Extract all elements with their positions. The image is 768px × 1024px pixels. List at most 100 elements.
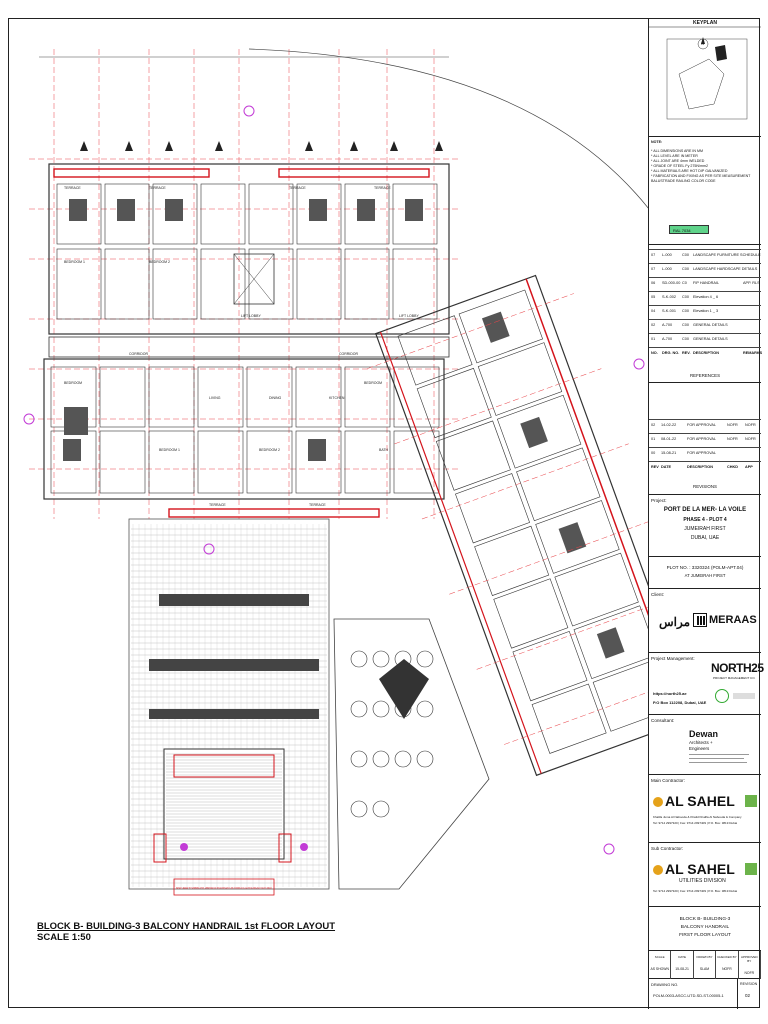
room-label: BEDROOM 1 [64, 260, 85, 264]
room-outline [344, 430, 391, 494]
section-arrow [350, 141, 358, 151]
table-cell: REV. [682, 351, 691, 355]
main-contractor-tel: Tel: 9714 2997320 | Fax: 9714 2997409 | … [653, 821, 738, 825]
planter-band [149, 709, 319, 719]
sub-contractor-division: UTILITIES DIVISION [679, 878, 726, 884]
table-cell: C00 [682, 323, 689, 327]
table-cell: 07 [651, 253, 656, 257]
drawing-title-3: FIRST FLOOR LAYOUT [679, 933, 731, 938]
sub-contractor-cert-icon [745, 863, 757, 875]
bed-furniture [69, 199, 87, 221]
tree-symbol [416, 700, 434, 718]
room-label: BATH [379, 448, 389, 452]
section-arrow [125, 141, 133, 151]
tree-symbol [350, 750, 368, 768]
room-outline [295, 366, 342, 428]
drawing-number-section: DRAWING NO. POLM-0003-ASCC-UTD-SD-ST-000… [649, 979, 761, 1009]
room-outline [152, 183, 198, 245]
landscape-area [128, 518, 330, 890]
revision-label: REVISION [740, 982, 758, 986]
notes-section: NOTE: * ALL DIMENSIONS ARE IN MM * ALL L… [649, 137, 761, 245]
room-outline [197, 430, 244, 494]
drawing-caption: BLOCK B- BUILDING-3 BALCONY HANDRAIL 1st… [37, 921, 335, 943]
room-outline [573, 605, 648, 679]
plot-section: PLOT NO. : 3320324 (POLM-APT.04) AT JUME… [649, 557, 761, 589]
section-arrow [435, 141, 443, 151]
table-cell: C0 [682, 281, 687, 285]
room-outline [56, 248, 102, 320]
table-cell: APP [745, 465, 753, 469]
table-cell: 05 [651, 295, 656, 299]
table-cell: 00 [651, 451, 656, 455]
note-frame [173, 878, 275, 896]
table-cell: GENERAL DETAILS [693, 323, 728, 327]
room-outline [200, 183, 246, 245]
table-cell: C00 [682, 253, 689, 257]
notes-list: * ALL DIMENSIONS ARE IN MM * ALL LEVEL A… [651, 149, 759, 184]
table-cell: C00 [682, 295, 689, 299]
room-label: TERRACE [209, 503, 226, 507]
room-label: TERRACE [374, 186, 391, 190]
section-arrow [165, 141, 173, 151]
table-cell: L-000 [662, 253, 672, 257]
room-label: BEDROOM 1 [159, 448, 180, 452]
consultant-address-line [689, 758, 744, 759]
room-outline [296, 183, 342, 245]
client-logo-mark [693, 613, 707, 627]
red-marker [153, 833, 167, 863]
pm-address: P.O Box 112208, Dubai, UAE [653, 700, 707, 705]
red-marker [278, 833, 292, 863]
table-cell: NOFR [745, 423, 756, 427]
planting-area [333, 618, 490, 890]
table-cell: SD-000-00 [662, 281, 681, 285]
pm-partner-logo-2 [733, 693, 755, 699]
grid-line [421, 443, 629, 520]
room-outline [535, 500, 620, 574]
main-contractor-logo: AL SAHEL [665, 793, 735, 809]
table-cell: DATE [661, 465, 672, 469]
room-outline [148, 366, 195, 428]
table-cell: DESCRIPTION [693, 351, 719, 355]
meta-value: NOFR [722, 967, 732, 971]
bed-furniture [558, 522, 587, 554]
room-outline [493, 578, 569, 649]
note-item: * ALL MATERIALS ARE HOT DIP GALVANIZED [651, 169, 728, 173]
room-outline [393, 430, 440, 494]
room-outline [397, 315, 473, 386]
table-cell: LANDSCAPE FURNITURE SCHEDULE [693, 253, 761, 257]
room-label: TERRACE [149, 186, 166, 190]
section-arrow [305, 141, 313, 151]
bed-furniture [481, 311, 510, 343]
meta-value: AS SHOWN [650, 967, 669, 971]
section-arrow [390, 141, 398, 151]
bed-furniture [405, 199, 423, 221]
building-lower-wing [43, 358, 445, 500]
table-cell: 06 [651, 281, 656, 285]
consultant-logo: Dewan [689, 729, 719, 739]
main-contractor-logo-mark [653, 797, 663, 807]
meta-header: DRAWN BY [696, 955, 713, 959]
room-outline [99, 366, 146, 428]
room-outline [104, 183, 150, 245]
table-cell: NOFR [727, 437, 738, 441]
caption-scale: SCALE 1:50 [37, 932, 91, 943]
notes-label: NOTE: [651, 140, 663, 144]
table-cell: C00 [682, 309, 689, 313]
bed-furniture [309, 199, 327, 221]
table-cell: DESCRIPTION [687, 465, 713, 469]
room-outline [197, 366, 244, 428]
tree-symbol [372, 750, 390, 768]
building-upper-wing [48, 163, 450, 335]
project-name: PORT DE LA MER- LA VOILE [663, 507, 747, 513]
